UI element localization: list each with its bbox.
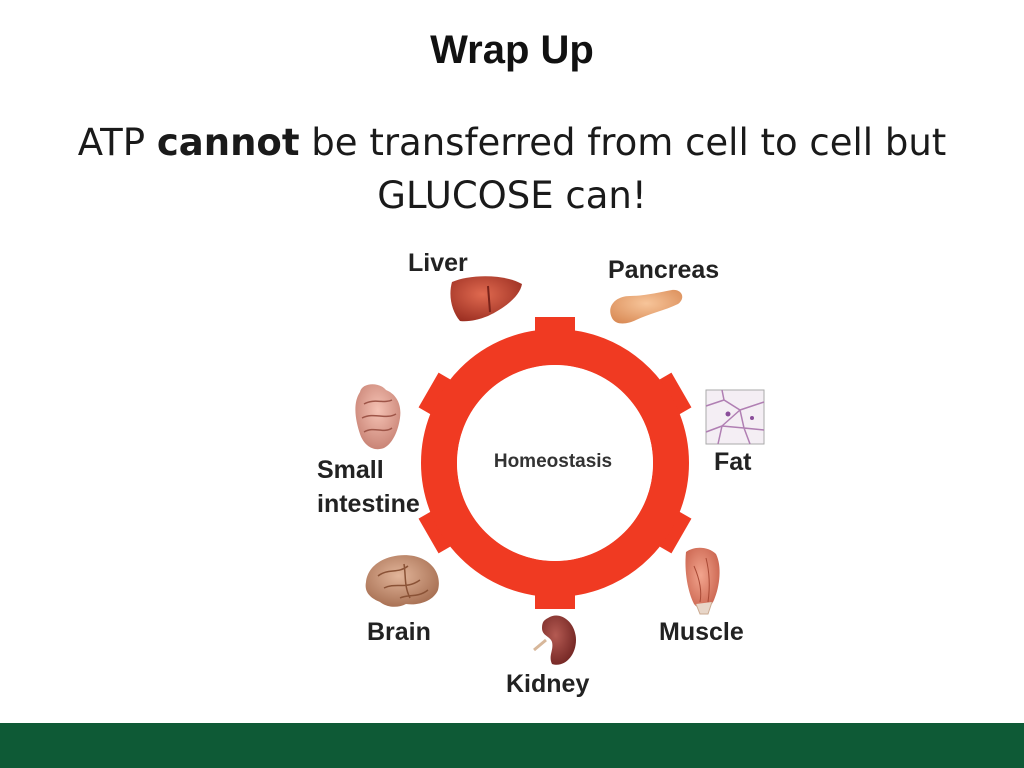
fat-label: Fat xyxy=(714,448,752,476)
ring-inner xyxy=(457,365,653,561)
pancreas-icon xyxy=(610,289,683,324)
liver-ligament-icon xyxy=(487,285,491,313)
ring-band xyxy=(421,329,689,597)
body-text-emphasis: cannot xyxy=(156,121,300,164)
brain-label: Brain xyxy=(367,618,431,646)
kidney-icon xyxy=(542,615,576,665)
liver-label: Liver xyxy=(408,249,468,277)
muscle-organ: Muscle xyxy=(659,547,744,646)
fat-nucleus xyxy=(750,416,754,420)
pancreas-label: Pancreas xyxy=(608,256,719,284)
homeostasis-ring: Homeostasis xyxy=(418,317,692,609)
body-text-part1: ATP xyxy=(77,121,157,164)
ureter xyxy=(533,638,547,652)
muscle-icon xyxy=(685,547,720,609)
fat-cell-membranes xyxy=(705,389,765,445)
liver-organ: Liver xyxy=(408,249,522,322)
kidney-organ: Kidney xyxy=(506,615,589,698)
center-label: Homeostasis xyxy=(494,451,612,472)
intestine-coils xyxy=(361,399,397,433)
fat-nucleus xyxy=(725,411,731,417)
muscle-tendon xyxy=(695,601,713,615)
pancreas-organ: Pancreas xyxy=(608,256,719,324)
footer-bar xyxy=(0,723,1024,768)
small-intestine-label-line1: Small xyxy=(317,456,384,484)
brain-folds xyxy=(377,563,429,599)
slide-body-text: ATP cannot be transferred from cell to c… xyxy=(60,116,964,222)
small-intestine-organ: Small intestine xyxy=(317,384,420,518)
body-text-line2: GLUCOSE can! xyxy=(377,174,647,217)
brain-icon xyxy=(365,555,439,607)
fat-tissue-icon xyxy=(705,389,765,445)
slide-title: Wrap Up xyxy=(430,28,594,72)
kidney-label: Kidney xyxy=(506,670,589,698)
liver-icon xyxy=(450,276,522,322)
brain-organ: Brain xyxy=(365,555,439,646)
muscle-fibers xyxy=(693,557,710,603)
muscle-label: Muscle xyxy=(659,618,744,646)
body-text-part2: be transferred from cell to cell but xyxy=(299,121,947,164)
small-intestine-label-line2: intestine xyxy=(317,490,420,518)
fat-tissue: Fat xyxy=(705,389,765,476)
small-intestine-icon xyxy=(355,384,401,450)
